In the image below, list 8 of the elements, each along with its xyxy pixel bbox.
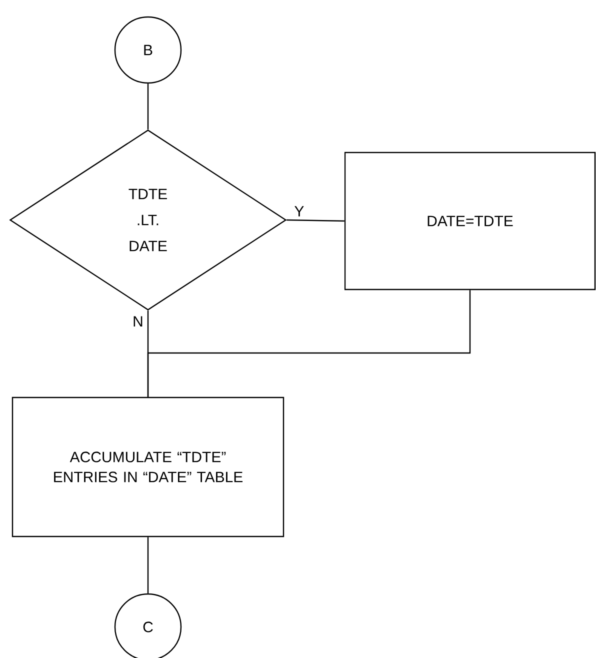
flow-line bbox=[286, 219, 344, 222]
flow-line bbox=[147, 537, 149, 594]
edge-label: N bbox=[132, 315, 144, 328]
process-box: DATE=TDTE bbox=[344, 152, 596, 290]
edge-label: Y bbox=[293, 205, 306, 218]
flow-line bbox=[147, 290, 471, 397]
process-box: ACCUMULATE “TDTE” ENTRIES IN “DATE” TABLE bbox=[12, 396, 284, 538]
flow-line bbox=[147, 84, 149, 130]
